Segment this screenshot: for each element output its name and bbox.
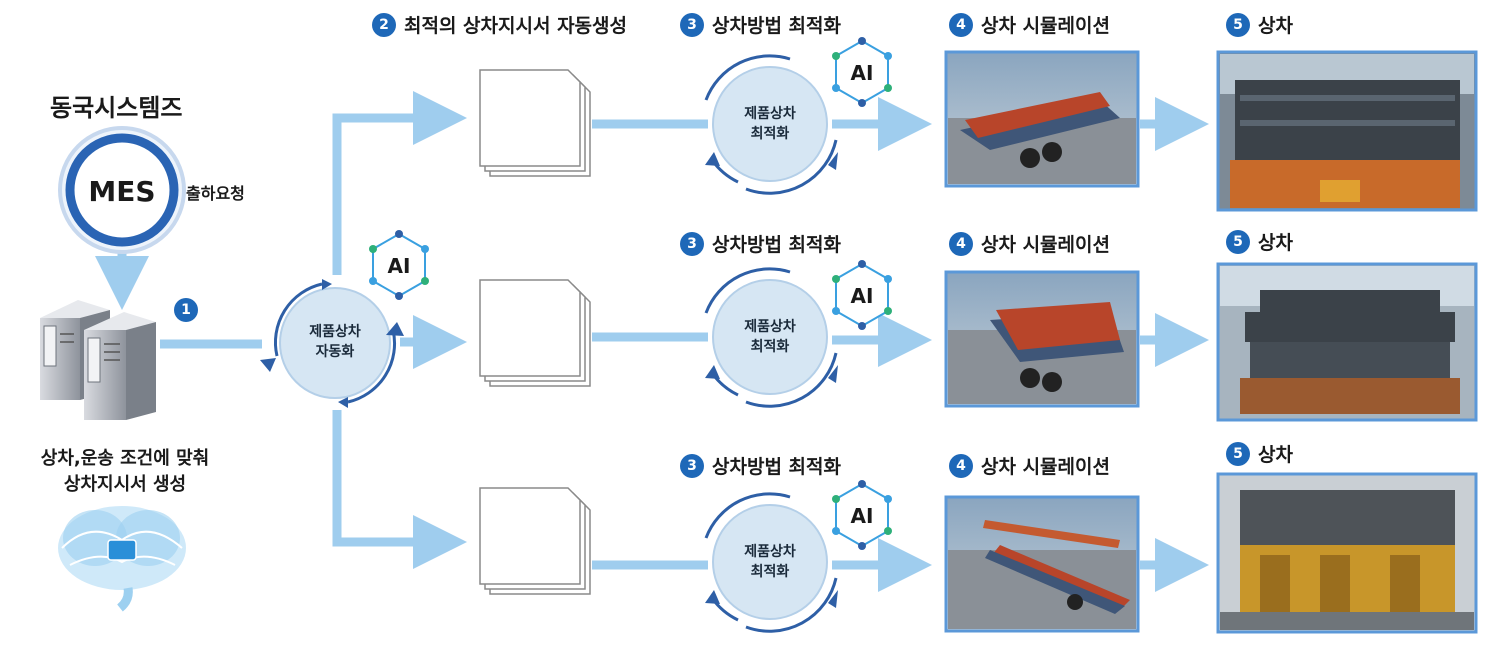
opt-node-label-top: 제품상차 최적화 xyxy=(720,104,820,144)
document-stack-icon-top xyxy=(479,69,591,177)
ai-label-mid: AI xyxy=(850,284,874,308)
opt-node-top-line-1: 제품상차 xyxy=(744,106,796,122)
step-5-label-bot: 상차 xyxy=(1258,444,1293,466)
step-4-heading-mid: 4 상차 시뮬레이션 xyxy=(949,230,1110,257)
branch-bottom-line xyxy=(332,410,467,569)
step-3-heading-mid: 3 상차방법 최적화 xyxy=(680,230,841,257)
center-node-circle xyxy=(260,279,404,408)
document-stack-icon-bot xyxy=(479,487,591,595)
opt-node-mid-line-2: 최적화 xyxy=(750,339,790,355)
loading-photo-mid xyxy=(1216,262,1478,422)
simulation-image-top xyxy=(944,50,1140,188)
step-3-badge-mid: 3 xyxy=(680,231,704,256)
simulation-image-bot xyxy=(944,495,1140,633)
company-name: 동국시스템즈 xyxy=(50,94,183,122)
mes-circle xyxy=(58,126,186,254)
step-5-label-top: 상차 xyxy=(1258,15,1293,37)
ai-hex-icon-top xyxy=(832,37,892,107)
document-stacks xyxy=(479,69,591,595)
opt-node-rings xyxy=(704,54,838,633)
step-4-heading-top: 4 상차 시뮬레이션 xyxy=(949,11,1110,38)
ai-label-bot: AI xyxy=(850,504,874,528)
step-3-badge-top: 3 xyxy=(680,12,704,37)
left-caption-line-1: 상차,운송 조건에 맞춰 xyxy=(40,448,210,469)
branch-top-line xyxy=(332,91,467,275)
ai-hex-icon-mid xyxy=(832,260,892,330)
opt-node-top-line-2: 최적화 xyxy=(750,126,790,142)
opt-node-mid-line-1: 제품상차 xyxy=(744,319,796,335)
step-4-badge-bot: 4 xyxy=(949,453,973,478)
opt-node-top xyxy=(704,54,838,195)
opt-node-label-mid: 제품상차 최적화 xyxy=(720,317,820,357)
step-5-badge-top: 5 xyxy=(1226,12,1250,37)
document-stack-icon-mid xyxy=(479,279,591,387)
step-5-badge-bot: 5 xyxy=(1226,441,1250,466)
step-4-badge-top: 4 xyxy=(949,12,973,37)
step-5-heading-top: 5 상차 xyxy=(1226,11,1293,38)
step-3-badge-bot: 3 xyxy=(680,453,704,478)
opt-node-bot-line-1: 제품상차 xyxy=(744,544,796,560)
center-node-line-1: 제품상차 xyxy=(309,324,361,340)
step-5-heading-bot: 5 상차 xyxy=(1226,440,1293,467)
simulation-images xyxy=(944,50,1140,633)
step-2-heading: 2 최적의 상차지시서 자동생성 xyxy=(372,11,627,38)
ai-hexagons xyxy=(369,37,892,550)
center-node-label: 제품상차 자동화 xyxy=(285,322,385,362)
step-2-badge: 2 xyxy=(372,12,396,37)
loading-photo-top xyxy=(1216,50,1478,212)
center-node-line-2: 자동화 xyxy=(315,344,355,360)
step-5-label-mid: 상차 xyxy=(1258,232,1293,254)
opt-node-bot xyxy=(704,492,838,633)
loading-photos xyxy=(1216,50,1478,634)
brain-icon xyxy=(58,506,186,612)
step-5-badge-mid: 5 xyxy=(1226,229,1250,254)
ai-hex-icon-bot xyxy=(832,480,892,550)
loading-photo-bot xyxy=(1216,472,1478,634)
step-4-label-bot: 상차 시뮬레이션 xyxy=(981,456,1110,478)
step-4-heading-bot: 4 상차 시뮬레이션 xyxy=(949,452,1110,479)
step-4-badge-mid: 4 xyxy=(949,231,973,256)
step-4-label-mid: 상차 시뮬레이션 xyxy=(981,234,1110,256)
step-1-badge: 1 xyxy=(174,298,198,322)
ai-label-center: AI xyxy=(387,254,411,278)
opt-node-bot-line-2: 최적화 xyxy=(750,564,790,580)
shipping-request-label: 출하요청 xyxy=(186,184,245,203)
step-3-heading-top: 3 상차방법 최적화 xyxy=(680,11,841,38)
mes-label: MES xyxy=(88,175,156,208)
step-3-heading-bot: 3 상차방법 최적화 xyxy=(680,452,841,479)
step-3-label-top: 상차방법 최적화 xyxy=(712,15,841,37)
server-icon xyxy=(40,300,156,420)
flow-arrows xyxy=(95,91,1209,592)
opt-node-label-bot: 제품상차 최적화 xyxy=(720,542,820,582)
step-5-heading-mid: 5 상차 xyxy=(1226,228,1293,255)
step-2-label: 최적의 상차지시서 자동생성 xyxy=(404,15,627,37)
step-4-label-top: 상차 시뮬레이션 xyxy=(981,15,1110,37)
opt-node-mid xyxy=(704,267,838,408)
step-3-label-mid: 상차방법 최적화 xyxy=(712,234,841,256)
step-3-label-bot: 상차방법 최적화 xyxy=(712,456,841,478)
ai-hex-icon-center xyxy=(369,230,429,300)
left-caption-line-2: 상차지시서 생성 xyxy=(63,474,187,495)
ai-label-top: AI xyxy=(850,61,874,85)
simulation-image-mid xyxy=(944,270,1140,408)
